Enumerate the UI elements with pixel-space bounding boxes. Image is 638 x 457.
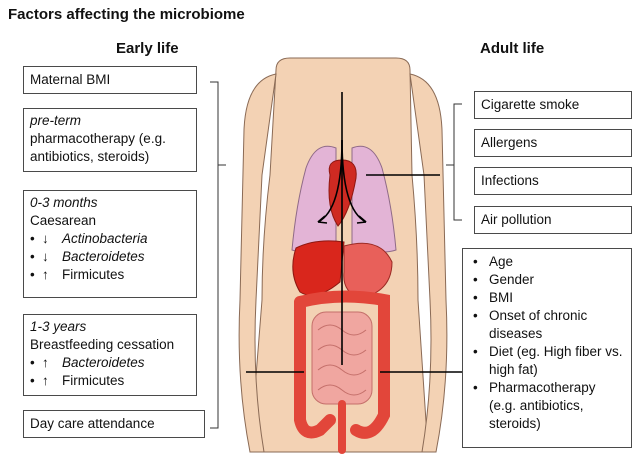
preterm-label: pre-term [30,112,190,130]
arrow-icon: ↓ [42,248,62,266]
preterm-line2: antibiotics, steroids) [30,148,190,166]
adult-host-item: Diet (eg. High fiber vs. high fat) [469,343,625,379]
daycare-box: Day care attendance [23,410,205,438]
arrow-icon: ↑ [42,354,62,372]
adult-env-label: Air pollution [481,211,552,229]
preterm-box: pre-term pharmacotherapy (e.g. antibioti… [23,108,197,172]
arrow-icon: ↓ [42,230,62,248]
arrow-icon: ↑ [42,372,62,390]
early-life-bracket [210,82,218,428]
months-item: ↓Bacteroidetes [30,248,190,266]
adult-env-box: Infections [474,167,632,195]
years-line1: Breastfeeding cessation [30,336,190,354]
adult-host-item: Gender [469,271,625,289]
years-item: ↑Bacteroidetes [30,354,190,372]
years-box: 1-3 years Breastfeeding cessation ↑Bacte… [23,314,197,396]
adult-host-item: Pharmacotherapy (e.g. antibiotics, stero… [469,379,625,433]
months-line1: Caesarean [30,212,190,230]
adult-env-label: Cigarette smoke [481,96,579,114]
adult-env-box: Air pollution [474,206,632,234]
months-label: 0-3 months [30,194,190,212]
years-item: ↑Firmicutes [30,372,190,390]
adult-host-list: Age Gender BMI Onset of chronic diseases… [469,253,625,433]
months-item: ↑Firmicutes [30,266,190,284]
adult-host-item: BMI [469,289,625,307]
adult-host-item: Age [469,253,625,271]
preterm-line1: pharmacotherapy (e.g. [30,130,190,148]
adult-env-label: Infections [481,172,539,190]
months-box: 0-3 months Caesarean ↓Actinobacteria ↓Ba… [23,190,197,298]
maternal-bmi-label: Maternal BMI [30,71,110,89]
adult-host-item: Onset of chronic diseases [469,307,625,343]
adult-env-bracket [454,104,462,220]
adult-env-box: Cigarette smoke [474,91,632,119]
maternal-bmi-box: Maternal BMI [23,66,197,94]
months-item: ↓Actinobacteria [30,230,190,248]
daycare-label: Day care attendance [30,415,155,433]
adult-env-box: Allergens [474,129,632,157]
adult-env-label: Allergens [481,134,537,152]
years-label: 1-3 years [30,318,190,336]
arrow-icon: ↑ [42,266,62,284]
adult-host-box: Age Gender BMI Onset of chronic diseases… [462,248,632,448]
